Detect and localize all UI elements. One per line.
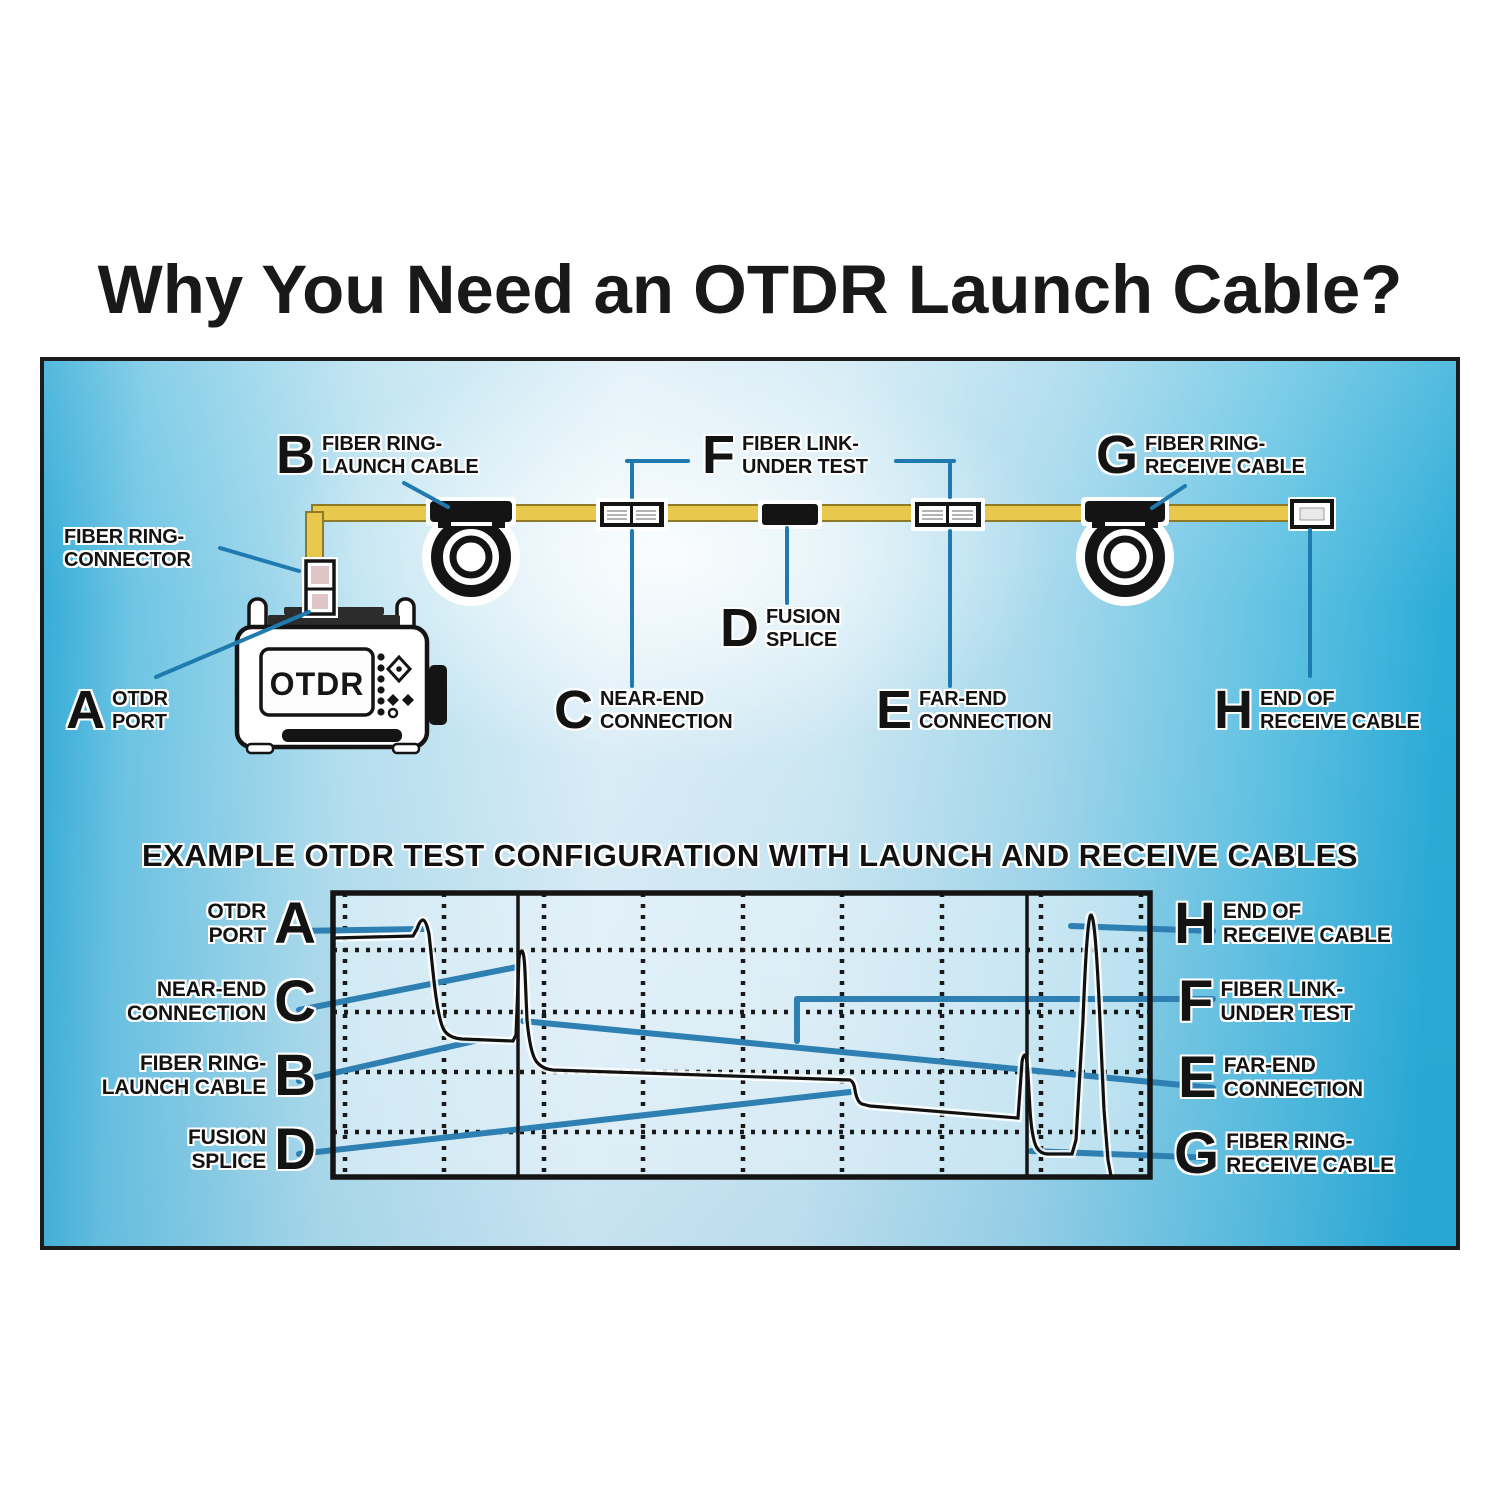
label-line: FIBER RING- <box>1145 433 1266 455</box>
label-line: PORT <box>112 711 167 734</box>
chart-subtitle: EXAMPLE OTDR TEST CONFIGURATION WITH LAU… <box>142 838 1358 873</box>
label-line: OTDR <box>207 900 267 923</box>
page-title: Why You Need an OTDR Launch Cable? <box>97 251 1403 328</box>
label-line: FIBER RING- <box>139 1052 267 1075</box>
label-line: RECEIVE CABLE <box>1222 924 1391 948</box>
label-line: LAUNCH CABLE <box>322 456 479 479</box>
chart-label-fiber-link: F FIBER LINK-UNDER TEST <box>1178 969 1353 1034</box>
chart-letter-a: A <box>274 891 316 956</box>
label-line: SPLICE <box>191 1150 267 1174</box>
label-line: PORT <box>208 924 267 948</box>
chart-letter-b: B <box>274 1043 316 1108</box>
label-line: NEAR-END <box>600 688 704 710</box>
label-line: RECEIVE CABLE <box>1226 1154 1394 1178</box>
label-line: FIBER RING- <box>322 433 443 455</box>
label-line: CONNECTION <box>600 711 733 734</box>
label-line: END OF <box>1222 900 1302 923</box>
label-line: FAR-END <box>919 688 1007 710</box>
label-line: CONNECTION <box>919 711 1052 734</box>
label-line: FIBER RING- <box>1226 1130 1353 1153</box>
label-receive-cable: G FIBER RING-RECEIVE CABLE <box>1096 425 1305 485</box>
label-letter-f: F <box>702 425 735 485</box>
label-line: UNDER TEST <box>1220 1002 1353 1026</box>
label-line: FUSION <box>766 606 841 628</box>
label-line: OTDR <box>112 688 168 710</box>
chart-letter-e: E <box>1178 1045 1217 1110</box>
label-line: FIBER LINK- <box>742 433 859 455</box>
chart-letter-d: D <box>274 1117 316 1182</box>
label-line: RECEIVE CABLE <box>1260 711 1420 734</box>
label-line: FIBER LINK- <box>1220 978 1344 1001</box>
label-letter-h: H <box>1214 680 1253 740</box>
label-line: END OF <box>1260 688 1335 710</box>
label-line: SPLICE <box>766 629 838 652</box>
label-line: CONNECTOR <box>64 549 191 572</box>
chart-letter-c: C <box>274 969 316 1034</box>
chart-letter-f: F <box>1178 969 1213 1034</box>
label-fiber-ring-connector: FIBER RING-CONNECTOR <box>64 526 191 572</box>
label-line: LAUNCH CABLE <box>101 1076 267 1100</box>
label-letter-d: D <box>720 598 759 658</box>
label-line: CONNECTION <box>1223 1078 1363 1102</box>
chart-label-receive-cable: G FIBER RING-RECEIVE CABLE <box>1174 1121 1394 1186</box>
otdr-screen-label: OTDR <box>269 666 365 702</box>
chart-letter-g: G <box>1174 1121 1219 1186</box>
chart-label-launch-cable: FIBER RING-LAUNCH CABLE B <box>55 1043 316 1108</box>
label-line: UNDER TEST <box>742 456 868 479</box>
label-letter-a: A <box>66 680 105 740</box>
label-letter-e: E <box>876 680 912 740</box>
label-line: FUSION <box>187 1126 267 1149</box>
diagram-panel <box>40 357 1460 1250</box>
label-line: CONNECTION <box>126 1002 267 1026</box>
label-letter-g: G <box>1096 425 1138 485</box>
label-line: FIBER RING- <box>64 526 185 548</box>
label-line: RECEIVE CABLE <box>1145 456 1305 479</box>
label-fiber-link: F FIBER LINK-UNDER TEST <box>702 425 868 485</box>
label-letter-c: C <box>554 680 593 740</box>
label-letter-b: B <box>276 425 315 485</box>
label-line: NEAR-END <box>156 978 267 1001</box>
label-launch-cable: B FIBER RING-LAUNCH CABLE <box>276 425 479 485</box>
chart-letter-h: H <box>1174 891 1216 956</box>
label-line: FAR-END <box>1223 1054 1316 1077</box>
